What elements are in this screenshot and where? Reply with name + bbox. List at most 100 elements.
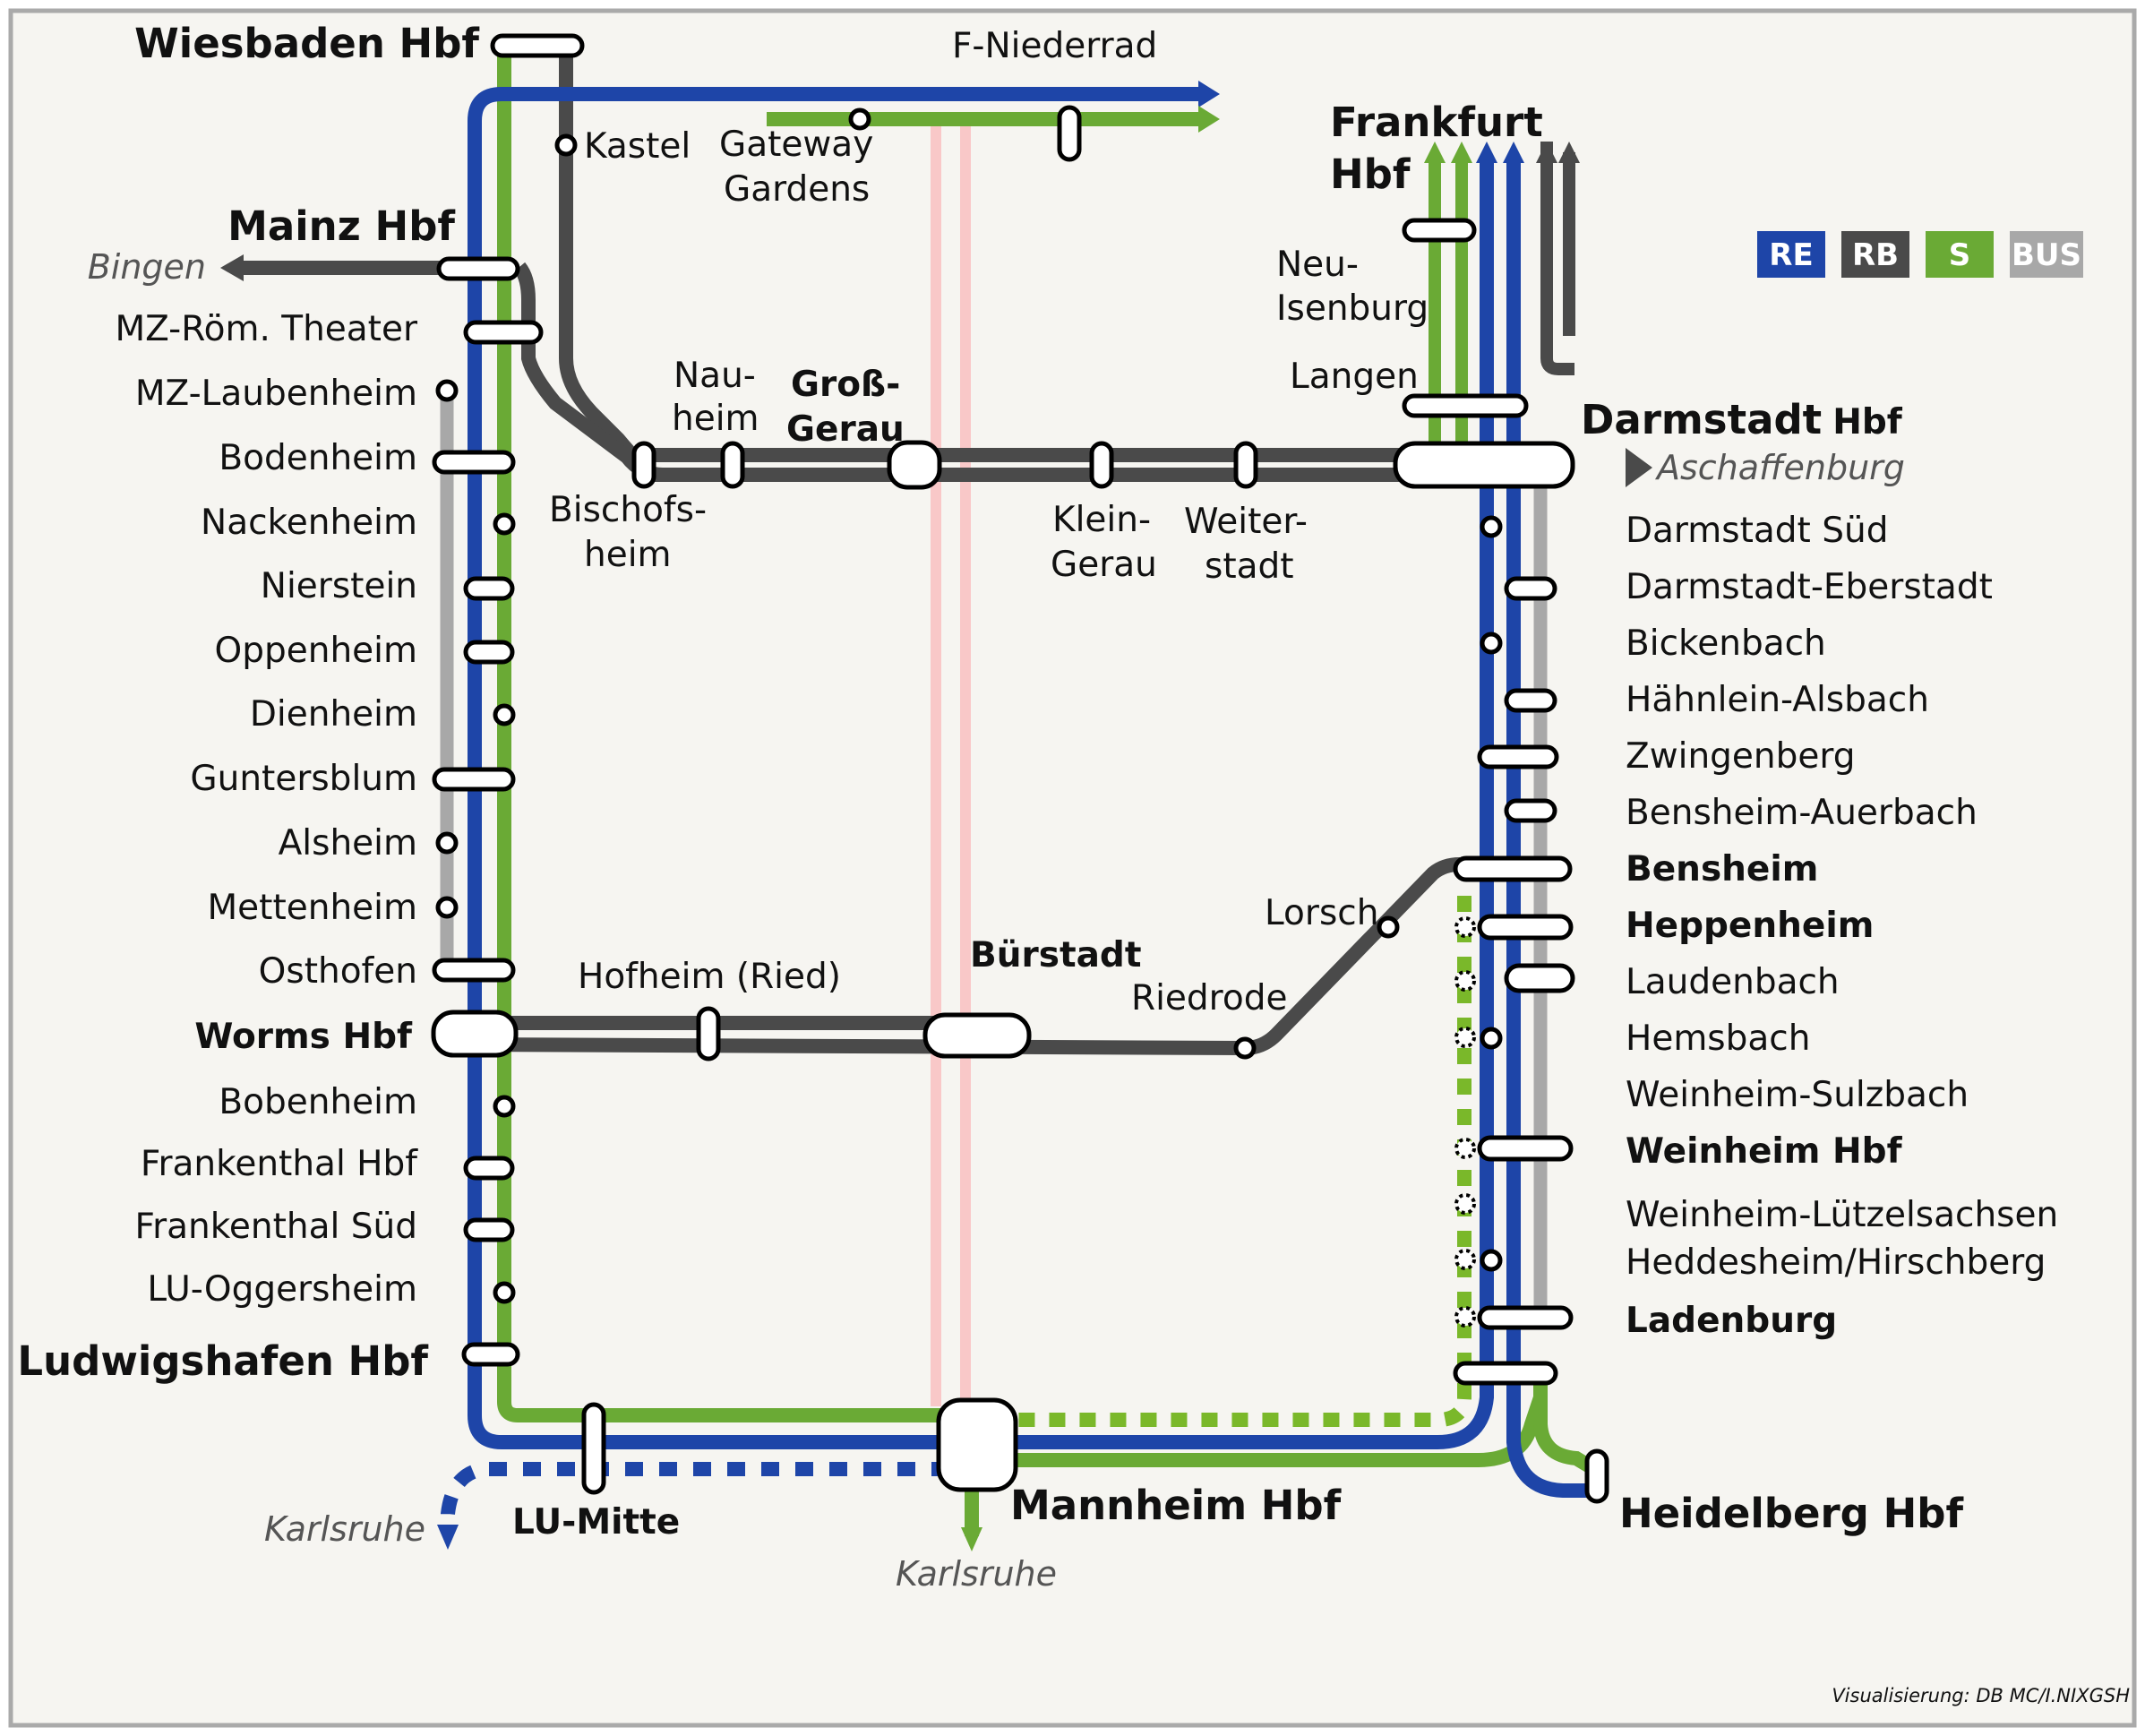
- label-gross-gerau-2: Gerau: [786, 409, 905, 450]
- station-marker-mettenheim: [435, 896, 459, 919]
- station-marker-bischofsheim: [631, 441, 656, 489]
- station-marker-worms: [431, 1010, 519, 1058]
- label-oppenheim: Oppenheim: [215, 631, 417, 671]
- station-marker-hofheim: [696, 1006, 721, 1061]
- label-mainz: Mainz Hbf: [227, 202, 455, 250]
- s-stop-laudenbach: [1454, 970, 1476, 992]
- s-stop-heppenheim: [1454, 916, 1476, 938]
- station-marker-hemsbach: [1480, 1027, 1503, 1050]
- label-frankenthal-sued: Frankenthal Süd: [134, 1207, 417, 1247]
- station-marker-heddesheim: [1480, 1249, 1503, 1272]
- label-darmstadt-hbf: Hbf: [1832, 402, 1903, 443]
- station-marker-riedrode: [1233, 1036, 1257, 1060]
- label-bischofsheim-2: heim: [584, 535, 672, 575]
- label-mannheim: Mannheim Hbf: [1010, 1482, 1342, 1529]
- label-buerstadt: Bürstadt: [970, 935, 1141, 975]
- label-bickenbach: Bickenbach: [1626, 623, 1826, 664]
- station-marker-frankenthal-sued: [463, 1217, 515, 1242]
- label-lu-mitte: LU-Mitte: [512, 1502, 680, 1543]
- arrow-karlsruhe-west: [437, 1525, 459, 1550]
- label-ladenburg: Ladenburg: [1626, 1301, 1837, 1341]
- station-marker-bodenheim: [432, 450, 516, 475]
- arrow-niederrad-re: [1198, 81, 1220, 107]
- station-marker-mannheim: [936, 1397, 1018, 1492]
- legend-rb-label: RB: [1852, 237, 1899, 273]
- station-marker-frankenthal-hbf: [463, 1156, 515, 1181]
- station-marker-lu-oggersheim: [493, 1281, 516, 1304]
- label-haehnlein-alsbach: Hähnlein-Alsbach: [1626, 680, 1929, 720]
- label-karlsruhe-south: Karlsruhe: [896, 1554, 1057, 1594]
- label-weinheim-hbf: Weinheim Hbf: [1626, 1131, 1903, 1172]
- station-marker-bobenheim: [493, 1095, 516, 1118]
- legend-s-swatch: [1926, 231, 1994, 278]
- right-station-labels: Darmstadt Süd Darmstadt-Eberstadt Bicken…: [1626, 511, 2058, 1341]
- re-line-mainz-mannheim: [468, 87, 1494, 1449]
- station-marker-buerstadt: [922, 1012, 1032, 1059]
- station-marker-weiterstadt: [1233, 441, 1258, 489]
- label-lorsch: Lorsch: [1265, 893, 1378, 933]
- station-marker-guntersblum: [432, 767, 516, 792]
- legend-re-swatch: [1757, 231, 1825, 278]
- legend-bus-label: BUS: [2012, 237, 2081, 273]
- label-darmstadt-name: Darmstadt: [1581, 396, 1822, 443]
- station-marker-mz-laubenheim: [435, 379, 459, 402]
- label-bobenheim: Bobenheim: [219, 1082, 417, 1122]
- arrow-frankfurt-rb-b: [1558, 142, 1580, 163]
- station-marker-nauheim: [720, 441, 745, 489]
- label-weinheim-luetzelsachsen: Weinheim-Lützelsachsen: [1626, 1195, 2058, 1235]
- label-nauheim-1: Nau-: [674, 356, 756, 396]
- label-karlsruhe-west: Karlsruhe: [264, 1509, 425, 1549]
- station-marker-mz-roem-theater: [463, 320, 544, 345]
- station-marker-heppenheim: [1477, 914, 1574, 941]
- station-marker-gross-gerau: [887, 440, 942, 490]
- arrow-bingen: [220, 254, 244, 281]
- label-nierstein: Nierstein: [261, 566, 417, 606]
- station-marker-heidelberg: [1584, 1448, 1609, 1504]
- label-worms: Worms Hbf: [194, 1017, 413, 1057]
- arrow-frankfurt-re-a: [1476, 142, 1497, 163]
- label-weiterstadt-2: stadt: [1205, 546, 1294, 587]
- rb-line-frankfurt-c: [1540, 357, 1574, 375]
- station-marker-lu-mitte: [581, 1402, 606, 1495]
- s-stop-heddesheim: [1454, 1249, 1476, 1270]
- arrow-frankfurt-s-b: [1451, 142, 1472, 163]
- station-marker-langen: [1402, 393, 1529, 418]
- legend-re-label: RE: [1769, 237, 1813, 273]
- station-marker-wiesbaden: [490, 33, 585, 58]
- station-marker-darmstadt: [1393, 441, 1575, 489]
- legend-bus-swatch: [2010, 231, 2083, 278]
- label-alsheim: Alsheim: [279, 823, 417, 864]
- label-heddesheim: Heddesheim/Hirschberg: [1626, 1242, 2046, 1283]
- station-marker-laudenbach: [1504, 963, 1575, 993]
- left-station-labels: MZ-Röm. Theater MZ-Laubenheim Bodenheim …: [116, 309, 419, 1310]
- label-mz-laubenheim: MZ-Laubenheim: [135, 374, 417, 414]
- legend: RE RB S BUS: [1757, 231, 2083, 278]
- label-aschaffenburg: Aschaffenburg: [1654, 448, 1905, 487]
- s-stop-weinheim: [1454, 1138, 1476, 1159]
- station-marker-bensheim-auerbach: [1504, 798, 1557, 823]
- label-osthofen: Osthofen: [259, 951, 417, 992]
- station-marker-ludwigshafen: [461, 1342, 520, 1367]
- label-bischofsheim-1: Bischofs-: [549, 490, 707, 530]
- label-darmstadt-eberstadt: Darmstadt-Eberstadt: [1626, 567, 1993, 607]
- label-hemsbach: Hemsbach: [1626, 1018, 1810, 1059]
- station-marker-darmstadt-sued: [1480, 515, 1503, 538]
- label-laudenbach: Laudenbach: [1626, 962, 1840, 1002]
- station-marker-bensheim: [1453, 855, 1573, 882]
- station-marker-oppenheim: [463, 640, 515, 665]
- arrow-frankfurt-rb-a: [1536, 142, 1557, 163]
- label-bensheim-auerbach: Bensheim-Auerbach: [1626, 793, 1978, 833]
- s-stop-ladenburg: [1454, 1306, 1476, 1328]
- s-stop-hemsbach: [1454, 1027, 1476, 1048]
- arrow-niederrad-s: [1198, 106, 1220, 133]
- label-nackenheim: Nackenheim: [201, 503, 417, 543]
- label-frankenthal-hbf: Frankenthal Hbf: [141, 1144, 418, 1184]
- s-stop-luetzelsachsen: [1454, 1193, 1476, 1215]
- label-klein-gerau-2: Gerau: [1051, 545, 1157, 585]
- label-lu-oggersheim: LU-Oggersheim: [147, 1269, 417, 1310]
- station-marker-dienheim: [493, 703, 516, 726]
- label-dienheim: Dienheim: [250, 694, 417, 735]
- label-wiesbaden: Wiesbaden Hbf: [134, 20, 479, 67]
